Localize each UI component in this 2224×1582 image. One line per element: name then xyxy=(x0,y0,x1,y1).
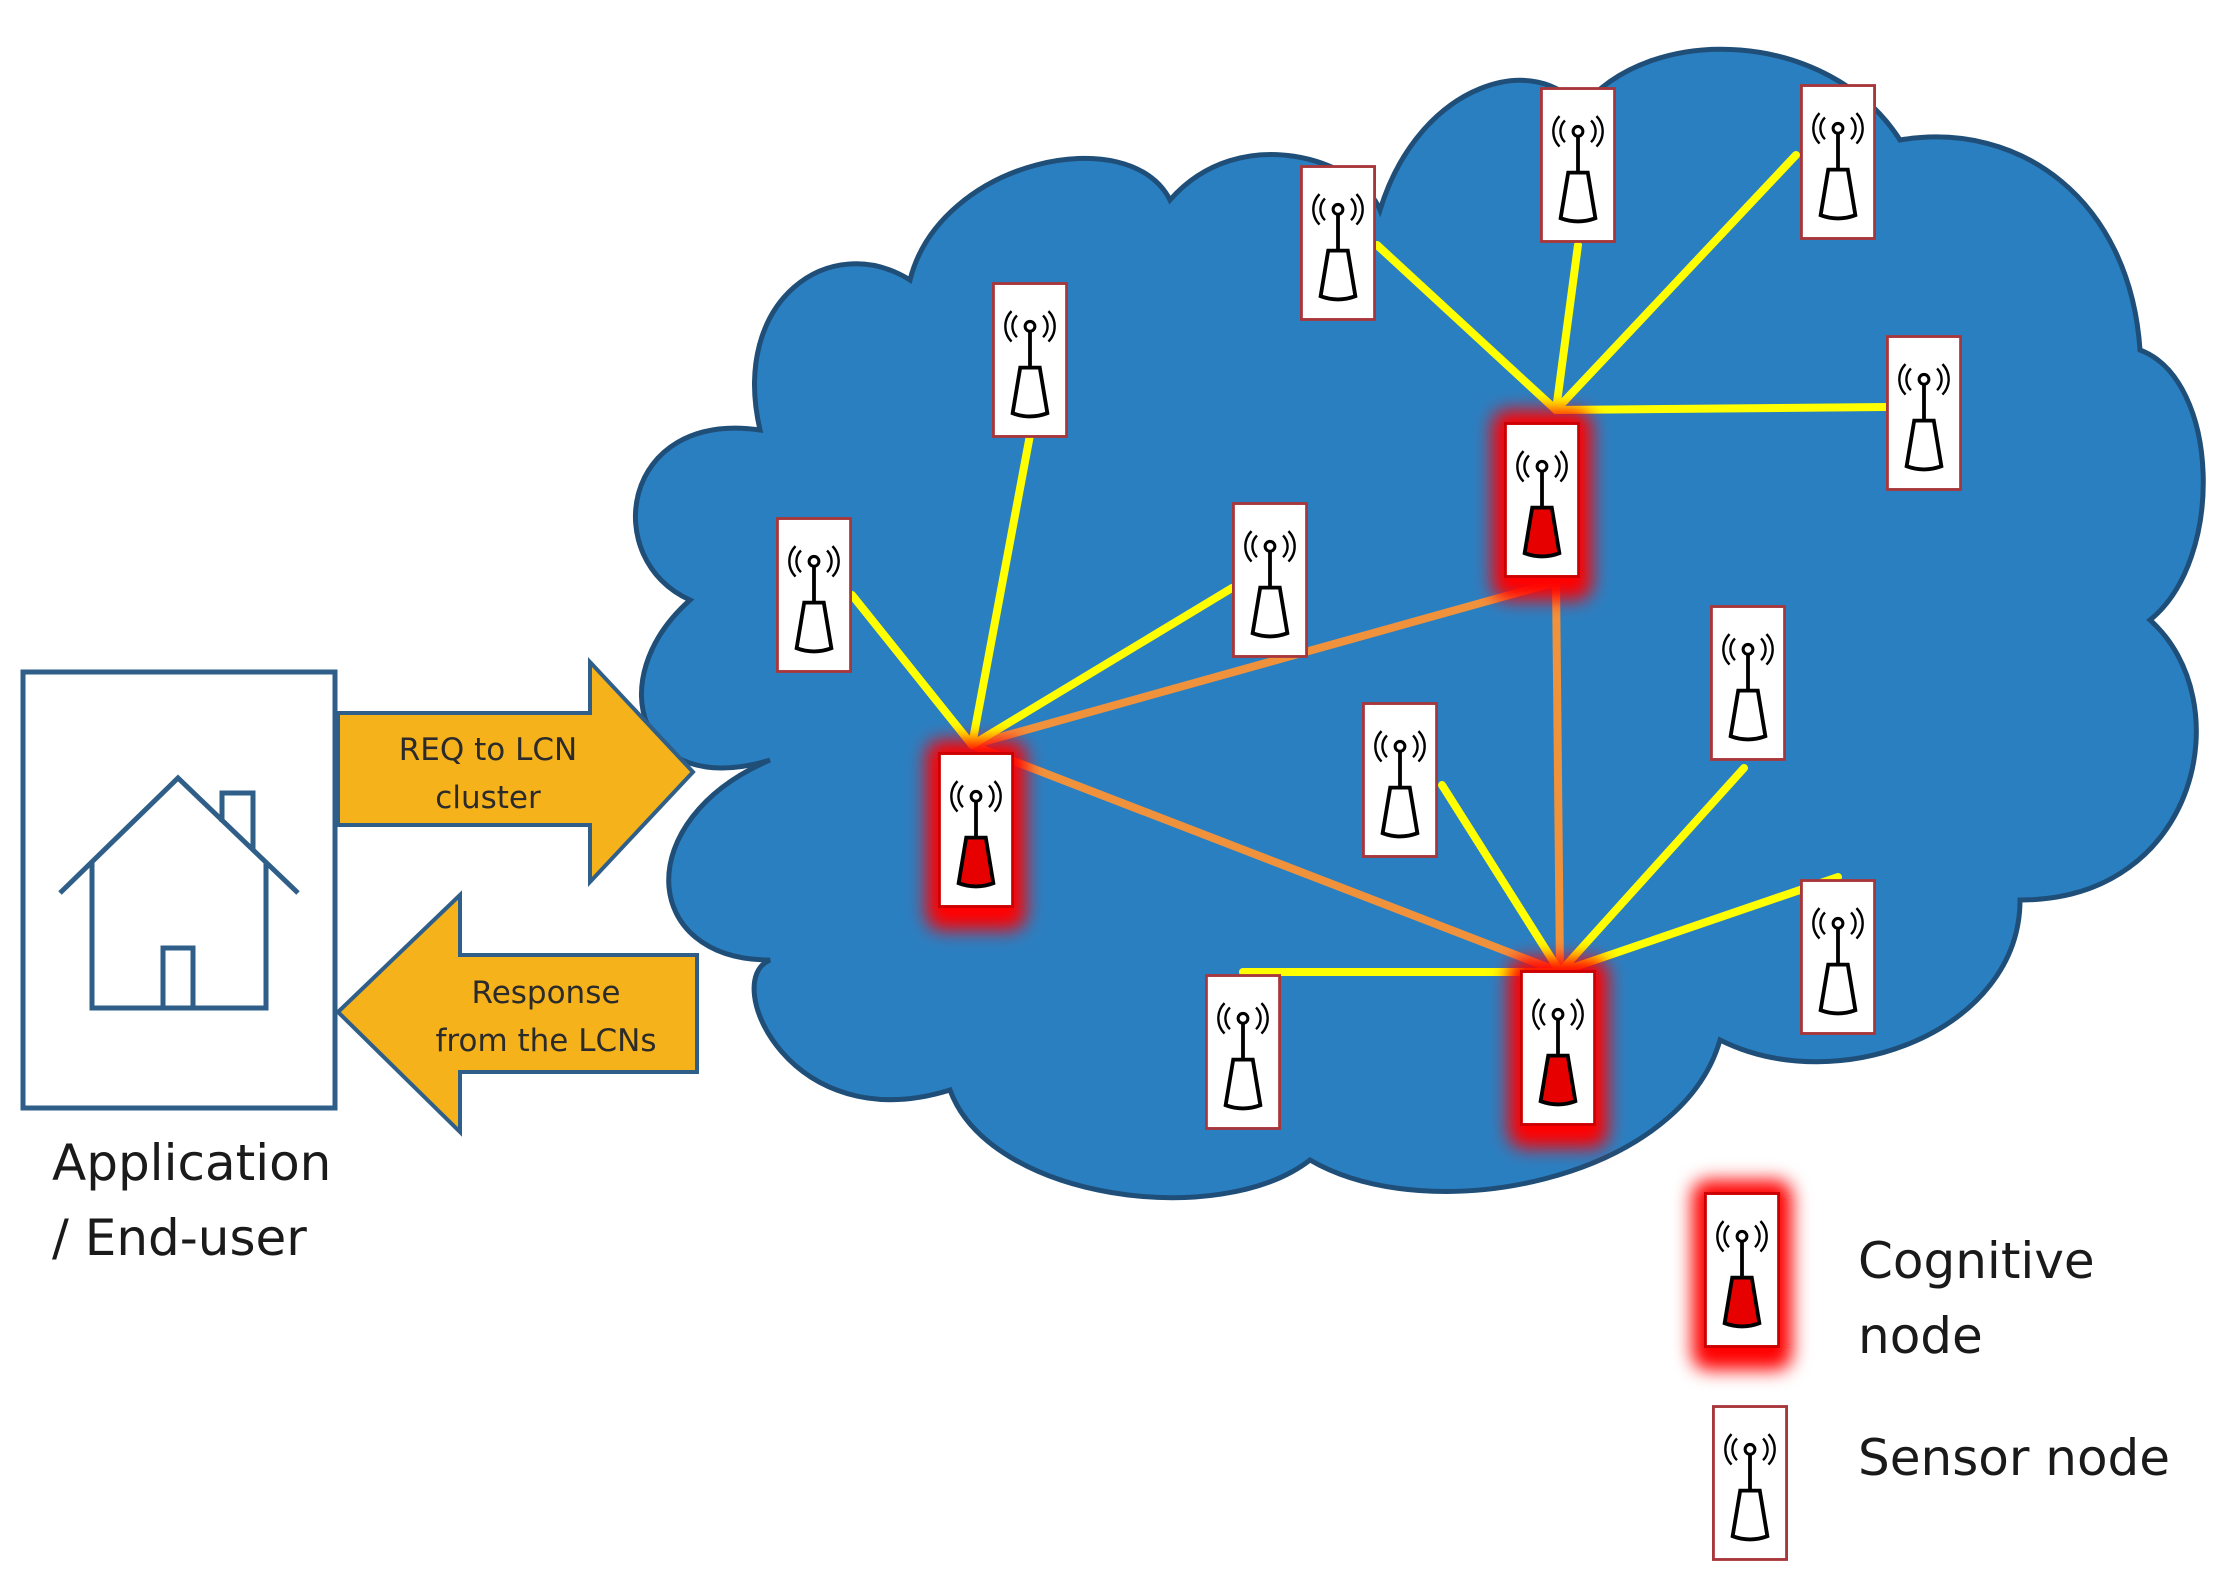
legend: Cognitive node Sensor node xyxy=(1692,1180,2170,1559)
response-arrow-label-line2: from the LCNs xyxy=(436,1023,657,1059)
sensor-links xyxy=(848,151,1890,976)
sensor-node xyxy=(993,284,1066,437)
sensor-node xyxy=(1711,607,1784,760)
cognitive-node xyxy=(1505,424,1578,577)
sensor-node xyxy=(1363,704,1436,857)
end-user-box xyxy=(20,669,338,1111)
end-user-label-line1: Application xyxy=(52,1134,331,1192)
cognitive-node xyxy=(939,754,1012,907)
sensor-node xyxy=(1301,167,1374,320)
sensor-node xyxy=(1801,881,1874,1034)
sensor-node xyxy=(1801,86,1874,239)
cognitive-links xyxy=(968,578,1564,976)
sensor-node xyxy=(1887,337,1960,490)
legend-cognitive-node-icon xyxy=(1705,1194,1778,1347)
sensor-node xyxy=(1233,504,1306,657)
legend-cognitive-label-line2: node xyxy=(1858,1307,1983,1365)
legend-sensor-label: Sensor node xyxy=(1858,1429,2170,1487)
cognitive-nodes xyxy=(926,410,1608,1148)
legend-cognitive-label-line1: Cognitive xyxy=(1858,1232,2095,1290)
legend-sensor-node-icon xyxy=(1713,1407,1786,1560)
sensor-node xyxy=(1206,976,1279,1129)
request-arrow-label-line2: cluster xyxy=(435,780,541,816)
sensor-node xyxy=(777,519,850,672)
response-arrow: Response from the LCNs xyxy=(335,890,699,1137)
response-arrow-label-line1: Response xyxy=(472,975,621,1011)
sensor-node xyxy=(1541,89,1614,242)
house-icon xyxy=(58,774,300,1011)
end-user-label-line2: / End-user xyxy=(52,1209,307,1267)
request-arrow-label-line1: REQ to LCN xyxy=(399,732,577,768)
cognitive-node xyxy=(1521,972,1594,1125)
request-arrow: REQ to LCN cluster xyxy=(336,656,696,888)
